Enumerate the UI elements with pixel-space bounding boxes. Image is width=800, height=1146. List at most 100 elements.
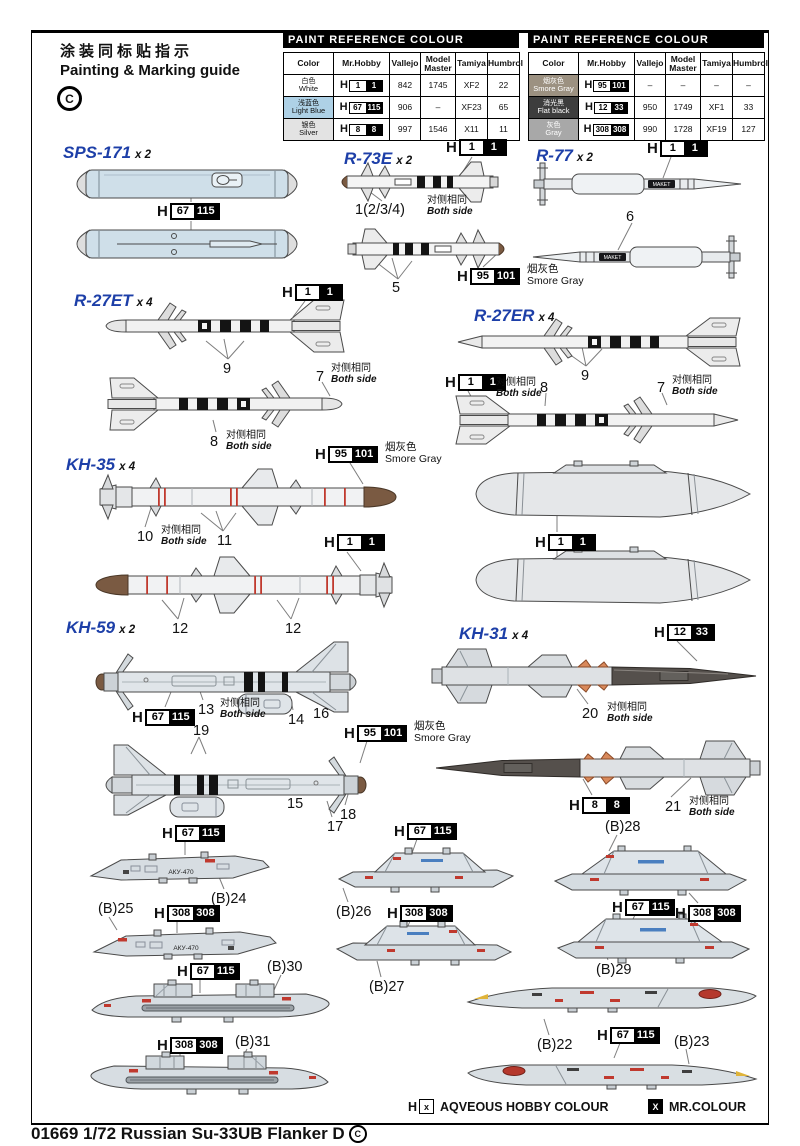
callout-decal-7: 7 — [316, 369, 325, 385]
callout-decal-8: 8 — [540, 380, 549, 396]
pylon-aku470-b24: АКУ-470 — [89, 851, 270, 884]
tamiya-cell: X11 — [455, 118, 488, 141]
col-model-master: Model Master — [420, 52, 456, 75]
callout-decal-11: 11 — [217, 533, 233, 549]
page-title: 涂装同标贴指示 Painting & Marking guide — [60, 40, 240, 79]
col-vallejo: Vallejo — [389, 52, 421, 75]
part-label-b30: (B)30 — [267, 959, 303, 975]
part-label-b22: (B)22 — [537, 1037, 573, 1053]
kh35-missile-view-1 — [99, 468, 397, 526]
humbrol-cell: – — [732, 74, 765, 97]
legend-mrcolour: X MR.COLOUR — [646, 1099, 746, 1114]
r27er-missile-view-2 — [455, 395, 739, 445]
part-label-b31: (B)31 — [235, 1034, 271, 1050]
callout-decal-6: 6 — [626, 209, 635, 225]
callout-decal-9: 9 — [581, 368, 590, 384]
callout-decal-9: 9 — [223, 361, 232, 377]
callout-decal-13: 13 — [198, 702, 215, 718]
maket-marking: MAKET — [653, 182, 672, 188]
kh59-missile-view-2 — [105, 744, 367, 818]
vallejo-cell: 997 — [389, 118, 421, 141]
paint-table-title: PAINT REFERENCE COLOUR — [283, 33, 519, 48]
page-title-cn: 涂装同标贴指示 — [60, 43, 194, 60]
col-vallejo: Vallejo — [634, 52, 666, 75]
mm-cell: 1728 — [665, 118, 701, 141]
col-color: Color — [283, 52, 334, 75]
vallejo-cell: 990 — [634, 118, 666, 141]
r27et-missile-view-1 — [105, 299, 345, 353]
part-label-b29: (B)29 — [596, 962, 632, 978]
legend-h: H — [408, 1099, 418, 1114]
callout-decal-19: 19 — [193, 723, 210, 739]
kh31-missile-view-1 — [431, 648, 757, 704]
r27er-missile-view-1 — [457, 317, 741, 367]
kit-footer: 01669 1/72 Russian Su-33UB Flanker D C — [31, 1124, 367, 1144]
col-humbrol: Humbrol — [487, 52, 523, 75]
pylon-b23 — [467, 1064, 758, 1090]
callout-decal-16: 16 — [313, 706, 330, 722]
col-tamiya: Tamiya — [700, 52, 733, 75]
col-color: Color — [528, 52, 579, 75]
r73e-missile-view-1 — [341, 161, 499, 203]
callout-decal-15: 15 — [287, 796, 304, 812]
callout-decal-17: 17 — [327, 819, 344, 835]
part-label-b26: (B)26 — [336, 904, 372, 920]
pylon-b31 — [90, 1051, 329, 1095]
callout-decal-20: 20 — [582, 706, 599, 722]
pylon-b26 — [337, 847, 515, 893]
mm-cell: 1749 — [665, 96, 701, 119]
kh31-missile-view-2 — [436, 740, 761, 796]
col-tamiya: Tamiya — [455, 52, 488, 75]
humbrol-cell: 11 — [487, 118, 520, 141]
pylon-b27 — [335, 920, 513, 966]
humbrol-cell: 127 — [732, 118, 765, 141]
r27et-missile-view-2 — [107, 377, 343, 431]
sps171-pod-top-view — [76, 169, 298, 199]
table-header-row: Color Mr.Hobby Vallejo Model Master Tami… — [528, 52, 768, 75]
paint-table-1: PAINT REFERENCE COLOUR Color Mr.Hobby Va… — [283, 33, 523, 141]
maket-marking: MAKET — [604, 255, 623, 261]
humbrol-cell: 22 — [487, 74, 520, 97]
fuel-tank-view-2 — [475, 546, 752, 604]
col-model-master: Model Master — [665, 52, 701, 75]
page-title-en: Painting & Marking guide — [60, 62, 241, 79]
part-label-b23: (B)23 — [674, 1034, 710, 1050]
r77-missile-view-2: MAKET — [532, 235, 741, 279]
humbrol-cell: 33 — [732, 96, 765, 119]
callout-decal-18: 18 — [340, 807, 357, 823]
callout-decal-10: 10 — [137, 529, 154, 545]
part-label-b28: (B)28 — [605, 819, 641, 835]
